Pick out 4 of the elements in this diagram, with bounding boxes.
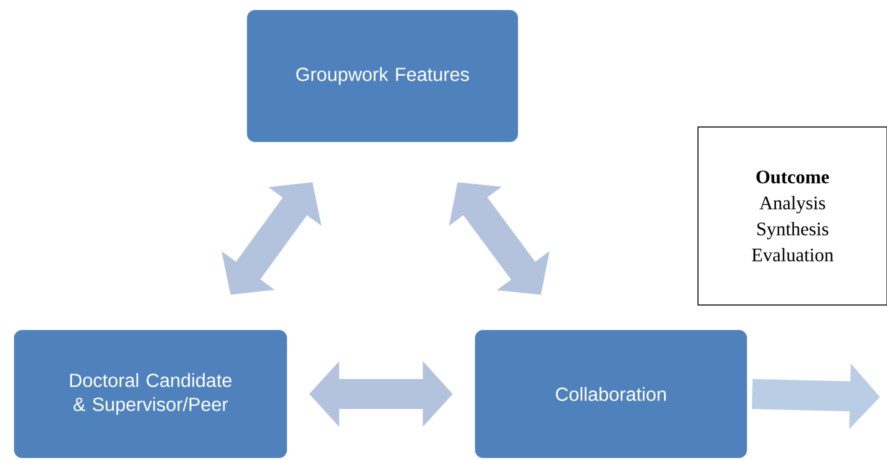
process-box: Groupwork Features — [247, 10, 518, 142]
process-box: Collaboration — [475, 330, 747, 458]
process-box: Doctoral Candidate & Supervisor/Peer — [14, 330, 287, 458]
outcome-box: Outcome Analysis Synthesis Evaluation — [698, 126, 887, 306]
